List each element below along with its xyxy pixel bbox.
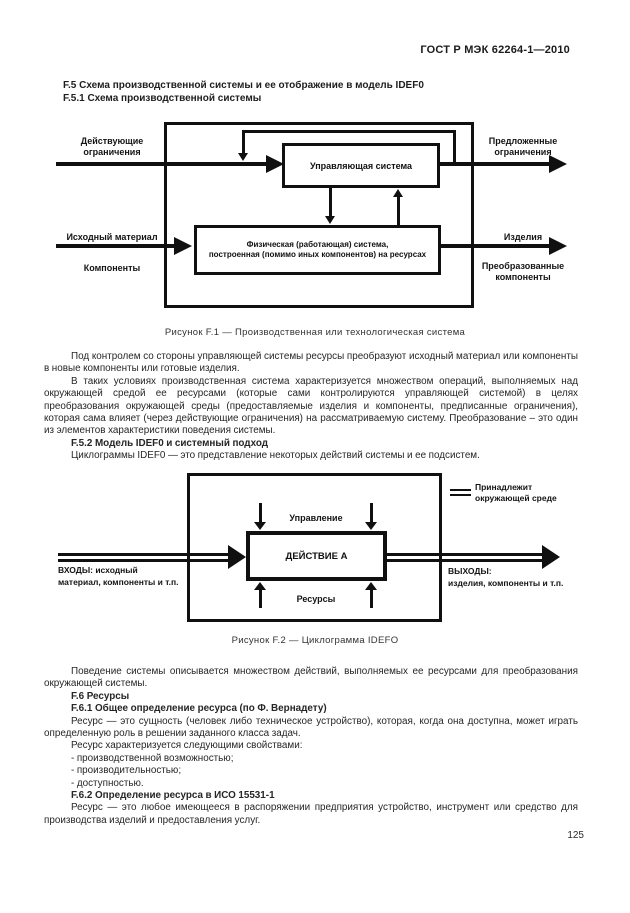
- feedback-loop-right-line: [453, 130, 456, 164]
- heading-f6: F.6 Ресурсы: [71, 690, 130, 702]
- page-number: 125: [567, 830, 584, 841]
- label-control: Управление: [289, 513, 343, 523]
- list-item: - доступностью.: [71, 777, 144, 789]
- control-arrow-right-arrowhead-icon: [365, 522, 377, 530]
- feedback-loop-down-arrowhead-icon: [238, 153, 248, 161]
- control-to-physical-arrowhead-icon: [325, 216, 335, 224]
- label-outputs: ВЫХОДЫ: изделия, компоненты и т.п.: [448, 566, 564, 588]
- paragraph: Ресурс — это сущность (человек либо техн…: [44, 715, 578, 740]
- feedback-loop-top-line: [242, 130, 456, 133]
- control-arrow-right-line: [370, 503, 373, 523]
- products-output-line: [441, 244, 551, 248]
- physical-system-box: Физическая (работающая) система, построе…: [194, 225, 441, 275]
- label-proposed-constraints: Предложенные ограничения: [488, 136, 558, 157]
- outputs-double-line: [387, 553, 544, 562]
- constraints-output-line: [440, 162, 551, 166]
- resource-arrow-right-line: [370, 588, 373, 608]
- paragraph: Циклограммы IDEF0 — это представление не…: [71, 450, 480, 462]
- heading-f61: F.6.1 Общее определение ресурса (по Ф. В…: [71, 703, 327, 715]
- paragraph: Поведение системы описывается множеством…: [44, 666, 578, 690]
- control-arrow-left-line: [259, 503, 262, 523]
- control-system-label: Управляющая система: [309, 160, 413, 171]
- control-arrow-left-arrowhead-icon: [254, 522, 266, 530]
- control-to-physical-line: [329, 188, 332, 216]
- action-a-box: ДЕЙСТВИЕ А: [246, 531, 387, 581]
- physical-to-control-arrowhead-icon: [393, 189, 403, 197]
- heading-f51: F.5.1 Схема производственной системы: [63, 92, 262, 104]
- text-block-1: Под контролем со стороны управляющей сис…: [44, 351, 578, 463]
- inputs-double-line: [58, 553, 230, 562]
- label-resources: Ресурсы: [296, 594, 336, 604]
- paragraph: Под контролем со стороны управляющей сис…: [44, 351, 578, 375]
- label-products: Изделия: [503, 232, 543, 242]
- paragraph: Ресурс характеризуется следующими свойст…: [71, 740, 303, 752]
- material-input-line: [56, 244, 176, 248]
- label-raw-material: Исходный материал: [66, 232, 158, 242]
- resource-arrow-right-arrowhead-icon: [365, 582, 377, 590]
- label-components: Компоненты: [83, 263, 141, 273]
- paragraph: Ресурс — это любое имеющееся в распоряже…: [44, 802, 578, 826]
- figure-f2-diagram: Управление ДЕЙСТВИЕ А Ресурсы Принадлежи…: [0, 470, 630, 650]
- control-system-box: Управляющая система: [282, 143, 440, 188]
- physical-system-label: Физическая (работающая) система, построе…: [208, 240, 427, 259]
- feedback-loop-left-line: [242, 130, 245, 153]
- figure-f2-caption: Рисунок F.2 — Циклограмма IDEFO: [231, 635, 399, 646]
- paragraph: В таких условиях производственная систем…: [44, 375, 578, 437]
- list-item: - производительностью;: [71, 765, 182, 777]
- inputs-arrowhead-icon: [228, 545, 246, 569]
- environment-legend-icon: [450, 489, 471, 496]
- outputs-arrowhead-icon: [542, 545, 560, 569]
- heading-f62: F.6.2 Определение ресурса в ИСО 15531-1: [71, 790, 275, 802]
- text-block-2: Поведение системы описывается множеством…: [44, 666, 578, 827]
- label-acting-constraints: Действующие ограничения: [80, 136, 144, 157]
- label-transformed-components: Преобразованные компоненты: [481, 261, 565, 282]
- resource-arrow-left-line: [259, 588, 262, 608]
- constraints-output-arrowhead-icon: [549, 155, 567, 173]
- figure-f1-caption: Рисунок F.1 — Производственная или техно…: [164, 327, 466, 338]
- resource-arrow-left-arrowhead-icon: [254, 582, 266, 590]
- physical-to-control-line: [397, 197, 400, 225]
- action-a-label: ДЕЙСТВИЕ А: [285, 550, 348, 562]
- heading-f52: F.5.2 Модель IDEF0 и системный подход: [71, 437, 268, 449]
- material-input-arrowhead-icon: [174, 237, 192, 255]
- section-headings: F.5 Схема производственной системы и ее …: [63, 80, 583, 105]
- figure-f1-diagram: Управляющая система Физическая (работающ…: [0, 115, 630, 345]
- label-inputs: ВХОДЫ: исходный материал, компоненты и т…: [58, 565, 179, 587]
- constraints-input-arrowhead-icon: [266, 155, 284, 173]
- label-legend-environment: Принадлежит окружающей среде: [475, 482, 557, 503]
- list-item: - производственной возможностью;: [71, 752, 234, 764]
- heading-f5: F.5 Схема производственной системы и ее …: [63, 80, 424, 91]
- doc-number: ГОСТ Р МЭК 62264-1—2010: [420, 44, 570, 56]
- products-output-arrowhead-icon: [549, 237, 567, 255]
- constraints-input-line: [56, 162, 268, 166]
